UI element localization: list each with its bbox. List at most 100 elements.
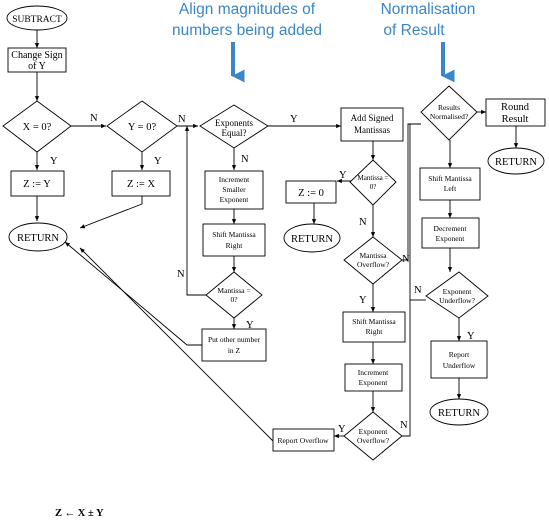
- svg-text:Smaller: Smaller: [222, 185, 246, 194]
- node-return-right-bottom: RETURN: [429, 398, 489, 426]
- svg-text:Change Sign: Change Sign: [11, 50, 62, 61]
- edge-label-n-exp: N: [241, 154, 249, 165]
- node-mantissa-zero-1: Mantissa = 0?: [205, 271, 263, 319]
- node-change-sign: Change Sign of Y: [7, 47, 67, 73]
- edge-label-n-eo: N: [400, 420, 408, 431]
- svg-text:Report: Report: [449, 350, 470, 359]
- callout-align-line1: Align magnitudes of: [179, 1, 316, 18]
- svg-text:Z := X: Z := X: [127, 179, 156, 190]
- edge-label-y-exp: Y: [290, 114, 298, 125]
- svg-text:Put other number: Put other number: [208, 335, 261, 344]
- edge-label-y-m0: Y: [339, 170, 347, 181]
- node-round-result: Round Result: [485, 98, 546, 127]
- node-mantissa-zero-2: Mantissa = 0?: [349, 159, 397, 206]
- node-shift-right-1: Shift Mantissa Right: [202, 223, 266, 257]
- svg-text:Z := 0: Z := 0: [298, 188, 324, 199]
- svg-text:Mantissa =: Mantissa =: [358, 174, 389, 182]
- node-increment-smaller: Increment Smaller Exponent: [204, 170, 264, 210]
- svg-text:Shift Mantissa: Shift Mantissa: [428, 174, 472, 183]
- svg-text:Z := Y: Z := Y: [23, 179, 51, 190]
- edge-label-y-put: Y: [246, 320, 254, 331]
- svg-text:Mantissas: Mantissas: [354, 125, 390, 135]
- edge-label-n-mo: N: [402, 254, 410, 265]
- node-exponents-equal: Exponents Equal?: [199, 104, 269, 149]
- svg-text:X = 0?: X = 0?: [23, 122, 52, 133]
- svg-text:Result: Result: [502, 114, 529, 125]
- svg-text:Equal?: Equal?: [222, 128, 247, 138]
- formula: Z ← X ± Y: [55, 508, 104, 519]
- node-exponent-overflow: Exponent Overflow?: [343, 411, 403, 461]
- svg-text:Normalised?: Normalised?: [430, 112, 469, 121]
- edge-label-n-loop: N: [177, 269, 185, 280]
- node-return-mid: RETURN: [283, 223, 341, 253]
- node-shift-right-2: Shift Mantissa Right: [342, 311, 406, 343]
- callout-normalisation-line2: of Result: [383, 22, 445, 39]
- svg-text:Exponent: Exponent: [436, 234, 466, 243]
- svg-text:Exponent: Exponent: [220, 195, 250, 204]
- edge-label-n1: N: [90, 113, 98, 124]
- node-results-normalised: Results Normalised?: [420, 85, 478, 141]
- svg-text:Underflow?: Underflow?: [439, 296, 475, 305]
- svg-text:Underflow: Underflow: [443, 361, 476, 370]
- node-subtract: SUBTRACT: [6, 5, 68, 31]
- svg-text:Overflow?: Overflow?: [357, 260, 390, 269]
- edge-label-y-mo: Y: [359, 295, 367, 306]
- node-z-eq-y: Z := Y: [10, 170, 65, 197]
- node-return-left: RETURN: [8, 222, 68, 252]
- edge-labels: N N Y N Y Y N Y Y N N Y Y N N Y: [50, 113, 475, 435]
- svg-text:Mantissa: Mantissa: [359, 251, 387, 260]
- node-mantissa-overflow: Mantissa Overflow?: [343, 236, 403, 285]
- svg-text:Exponent: Exponent: [359, 378, 389, 387]
- svg-text:Right: Right: [226, 241, 244, 250]
- node-return-right-top: RETURN: [487, 147, 545, 175]
- edge-label-n-m0: N: [359, 217, 367, 228]
- svg-text:Increment: Increment: [358, 368, 389, 377]
- edge-label-y1: Y: [50, 156, 58, 167]
- svg-text:Report Overflow: Report Overflow: [277, 436, 329, 445]
- node-z-eq-0: Z := 0: [285, 180, 337, 204]
- svg-text:Shift Mantissa: Shift Mantissa: [352, 317, 396, 326]
- svg-text:Exponents: Exponents: [215, 118, 253, 128]
- connectors: [34, 30, 519, 442]
- svg-text:Shift Mantissa: Shift Mantissa: [212, 230, 256, 239]
- node-x-zero: X = 0?: [2, 100, 72, 153]
- svg-text:RETURN: RETURN: [17, 233, 59, 244]
- svg-text:Add Signed: Add Signed: [351, 113, 394, 123]
- svg-text:RETURN: RETURN: [291, 234, 333, 245]
- svg-text:Mantissa =: Mantissa =: [217, 286, 250, 295]
- node-z-eq-x: Z := X: [111, 170, 171, 197]
- svg-text:RETURN: RETURN: [495, 157, 537, 168]
- svg-text:Overflow?: Overflow?: [357, 436, 390, 445]
- svg-text:Right: Right: [366, 327, 384, 336]
- svg-text:Exponent: Exponent: [443, 287, 473, 296]
- node-report-underflow: Report Underflow: [430, 340, 488, 379]
- node-decrement-exponent: Decrement Exponent: [421, 217, 480, 249]
- edge-label-y-eu: Y: [467, 331, 475, 342]
- svg-text:of Y: of Y: [28, 61, 46, 72]
- edge-label-y2: Y: [154, 156, 162, 167]
- edge-label-y-eo: Y: [338, 424, 346, 435]
- callout-align-line2: numbers being added: [172, 22, 322, 39]
- svg-text:SUBTRACT: SUBTRACT: [12, 15, 62, 25]
- svg-text:Exponent: Exponent: [359, 427, 389, 436]
- edge-label-n2: N: [178, 114, 186, 125]
- svg-text:Increment: Increment: [219, 175, 250, 184]
- node-report-overflow: Report Overflow: [272, 428, 335, 452]
- node-exponent-underflow: Exponent Underflow?: [425, 271, 489, 319]
- svg-text:Decrement: Decrement: [434, 224, 468, 233]
- svg-text:in Z: in Z: [228, 346, 241, 355]
- node-put-other: Put other number in Z: [201, 328, 267, 362]
- svg-text:0?: 0?: [230, 295, 238, 304]
- edge-label-n-eu: N: [414, 285, 422, 296]
- node-increment-exponent: Increment Exponent: [344, 363, 403, 392]
- callout-normalisation-line1: Normalisation: [381, 1, 476, 18]
- svg-text:RETURN: RETURN: [438, 408, 480, 419]
- node-shift-left: Shift Mantissa Left: [419, 167, 481, 201]
- svg-text:Y = 0?: Y = 0?: [128, 122, 157, 133]
- svg-text:Round: Round: [501, 102, 530, 113]
- svg-text:0?: 0?: [370, 183, 377, 191]
- node-add-signed: Add Signed Mantissas: [340, 107, 404, 142]
- svg-text:Left: Left: [444, 184, 457, 193]
- node-y-zero: Y = 0?: [106, 100, 178, 153]
